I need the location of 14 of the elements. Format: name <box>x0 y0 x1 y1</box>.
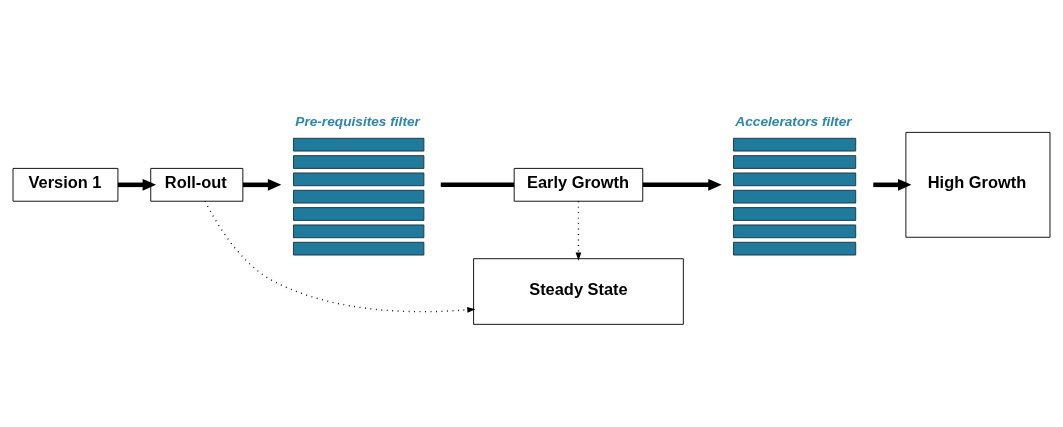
arrow <box>243 178 282 191</box>
arrow <box>575 200 582 261</box>
arrow <box>117 178 157 191</box>
node-box: High Growth <box>905 131 1051 238</box>
node-label: Accelerators filter <box>735 113 852 129</box>
node-box: Steady State <box>473 257 684 325</box>
node-box: Version 1 <box>12 167 119 202</box>
arrow <box>204 200 476 313</box>
arrow <box>873 178 912 191</box>
node-label: Pre-requisites filter <box>295 113 420 129</box>
node-box: Early Growth <box>513 167 644 202</box>
connector <box>440 182 515 187</box>
node-box: Roll-out <box>150 167 244 202</box>
arrow <box>642 178 722 191</box>
